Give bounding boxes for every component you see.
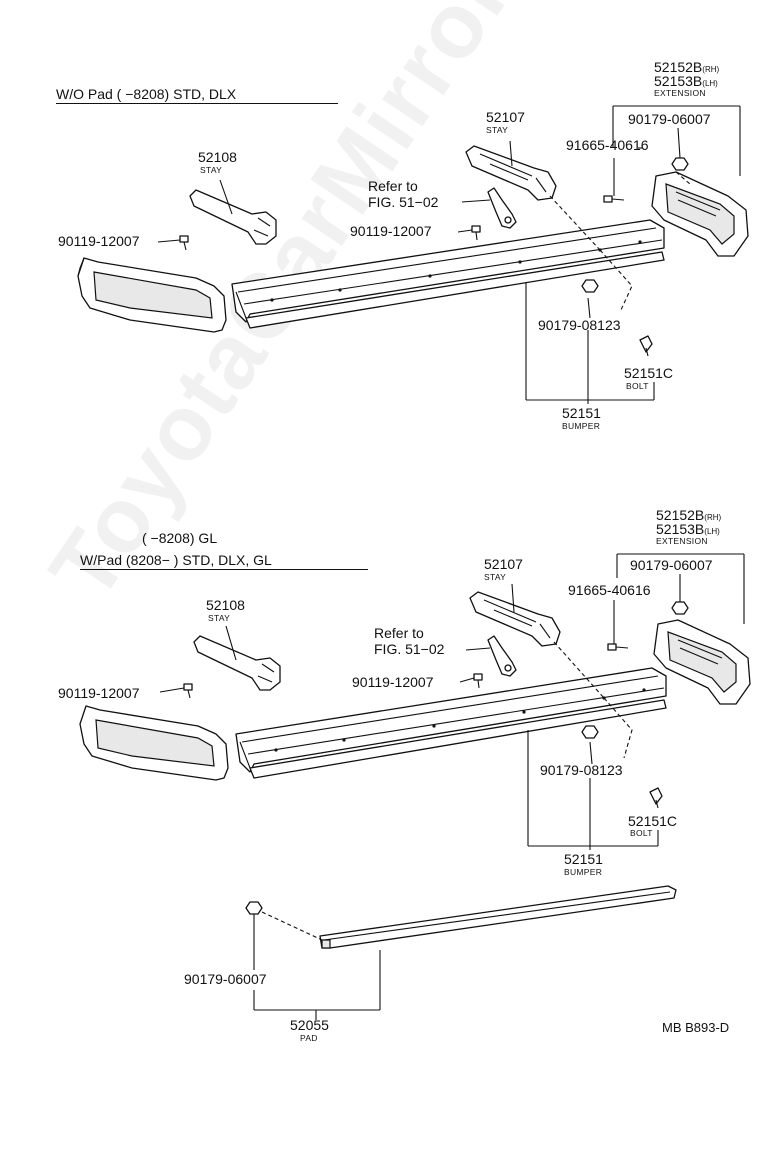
bottom-refer-line2: FIG. 51−02 [374, 641, 445, 657]
top-nut-ext-label: 90179-06007 [628, 111, 711, 127]
top-right-stay [465, 145, 557, 201]
top-assembly [77, 105, 749, 404]
bottom-stay-l-number: 52108 [206, 597, 245, 613]
bottom-nut-pad-label: 90179-06007 [184, 971, 267, 987]
top-nut-bumper-label: 90179-08123 [538, 317, 621, 333]
top-ext-rh-number: 52152B(RH) [654, 60, 719, 77]
bottom-pad-number: 52055 [290, 1017, 329, 1033]
top-bumper-bar [231, 219, 665, 329]
bottom-nut-pad-icon [245, 901, 263, 915]
top-ext-lh-text: 52153B [654, 73, 703, 89]
bottom-assembly [79, 553, 751, 1020]
bottom-bolt-bumper-name: BOLT [630, 828, 653, 838]
top-leaders [157, 105, 741, 404]
top-bolt-c-label: 90119-12007 [350, 223, 432, 239]
top-bolt-l-label: 90119-12007 [58, 233, 140, 249]
top-header-underline [56, 103, 338, 104]
top-bolt-bumper-icon [639, 335, 653, 353]
top-stay-l-name: STAY [200, 165, 223, 175]
top-bumper-name: BUMPER [562, 421, 601, 431]
bottom-bolt-ext-icon [607, 643, 617, 651]
bottom-refer-line1: Refer to [374, 625, 424, 641]
bottom-left-end-cap [79, 705, 229, 781]
bottom-section-header-2: W/Pad (8208− ) STD, DLX, GL [80, 552, 272, 568]
bottom-bolt-bumper-label: 52151C [628, 813, 678, 829]
top-left-end-cap [77, 257, 227, 333]
top-stay-r-name: STAY [486, 125, 509, 135]
bottom-fasteners [183, 601, 689, 915]
bottom-bumper-number: 52151 [564, 851, 603, 867]
top-bolt-bumper-name: BOLT [626, 381, 649, 391]
top-refer-line2: FIG. 51−02 [368, 194, 439, 210]
top-bumper-number: 52151 [562, 405, 601, 421]
bottom-nut-ext-icon [671, 601, 689, 615]
bottom-bolt-bumper-icon [649, 787, 663, 805]
top-bolt-bumper-label: 52151C [624, 365, 674, 381]
bottom-pad-name: PAD [300, 1033, 318, 1043]
top-ext-lh-number: 52153B(LH) [654, 74, 718, 91]
bottom-ext-lh-side: (LH) [704, 527, 720, 536]
top-ext-rh-text: 52152B [654, 59, 703, 75]
bottom-stay-r-name: STAY [484, 572, 507, 582]
bottom-ext-rh-text: 52152B [656, 507, 705, 523]
top-section-header: W/O Pad ( −8208) STD, DLX [56, 86, 237, 102]
bottom-ext-rh-number: 52152B(RH) [656, 508, 721, 525]
bottom-bolt-center-icon [473, 673, 483, 681]
bottom-pad [319, 885, 677, 949]
top-right-extension [651, 171, 749, 257]
top-refer-line1: Refer to [368, 178, 418, 194]
top-bolt-left-icon [179, 235, 189, 243]
bottom-small-bracket [487, 635, 517, 677]
diagram-code: MB B893-D [662, 1020, 730, 1035]
top-left-stay [189, 189, 277, 245]
bottom-bumper-bar [235, 667, 667, 779]
bottom-ext-lh-text: 52153B [656, 521, 705, 537]
top-bolt-ext-label: 91665-40616 [566, 137, 649, 153]
bottom-stay-r-number: 52107 [484, 556, 523, 572]
bottom-ext-rh-side: (RH) [704, 513, 722, 522]
top-ext-name: EXTENSION [654, 88, 706, 98]
bottom-bolt-l-label: 90119-12007 [58, 685, 140, 701]
top-fasteners [179, 157, 689, 357]
top-nut-ext-icon [671, 157, 689, 171]
bottom-bumper-name: BUMPER [564, 867, 603, 877]
bottom-header-underline [80, 569, 368, 570]
bottom-leaders [159, 553, 745, 1020]
bottom-ext-name: EXTENSION [656, 536, 708, 546]
top-small-bracket [487, 187, 517, 229]
bottom-bolt-left-icon [183, 683, 193, 691]
bottom-bolt-ext-label: 91665-40616 [568, 582, 651, 598]
bottom-section-header-1: ( −8208) GL [142, 530, 218, 546]
bottom-ext-lh-number: 52153B(LH) [656, 522, 720, 539]
top-bolt-center-icon [471, 225, 481, 233]
bottom-stay-l-name: STAY [208, 613, 231, 623]
bottom-nut-bumper-label: 90179-08123 [540, 762, 623, 778]
bottom-nut-ext-label: 90179-06007 [630, 557, 713, 573]
top-ext-rh-side: (RH) [702, 65, 720, 74]
bottom-right-extension [653, 619, 751, 705]
top-nut-bumper-icon [581, 279, 599, 293]
bottom-right-stay [469, 591, 561, 647]
top-bolt-ext-icon [603, 195, 613, 203]
top-stay-l-number: 52108 [198, 149, 237, 165]
bottom-left-stay [193, 635, 281, 691]
bottom-nut-bumper-icon [581, 725, 599, 739]
bottom-bolt-c-label: 90119-12007 [352, 674, 434, 690]
top-stay-r-number: 52107 [486, 109, 525, 125]
top-ext-lh-side: (LH) [702, 79, 718, 88]
